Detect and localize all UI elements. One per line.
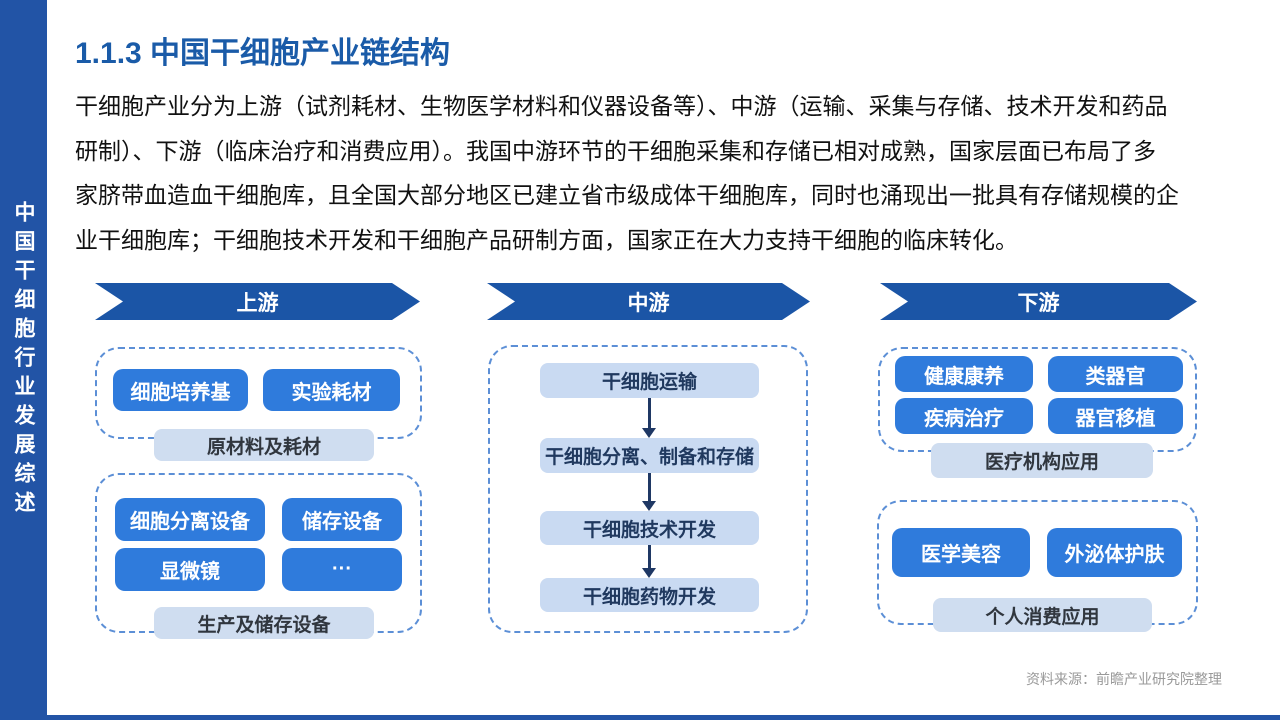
upstream-item: 细胞培养基 — [113, 369, 248, 411]
upstream-group1-label: 原材料及耗材 — [154, 429, 374, 461]
downstream-item: 器官移植 — [1048, 398, 1183, 434]
intro-line: 干细胞产业分为上游（试剂耗材、生物医学材料和仪器设备等）、中游（运输、采集与存储… — [75, 93, 1168, 119]
midstream-step: 干细胞分离、制备和存储 — [540, 438, 759, 473]
upstream-item-ellipsis: ··· — [282, 548, 402, 591]
downstream-item: 外泌体护肤 — [1047, 528, 1182, 577]
bottom-accent-bar — [0, 715, 1280, 720]
midstream-step: 干细胞运输 — [540, 363, 759, 398]
intro-line: 家脐带血造血干细胞库，且全国大部分地区已建立省市级成体干细胞库，同时也涌现出一批… — [75, 182, 1179, 208]
intro-line: 业干细胞库；干细胞技术开发和干细胞产品研制方面，国家正在大力支持干细胞的临床转化… — [75, 226, 1018, 253]
downstream-group2-label: 个人消费应用 — [933, 598, 1152, 632]
downstream-item: 医学美容 — [892, 528, 1030, 577]
upstream-group2-label: 生产及储存设备 — [154, 607, 374, 639]
downstream-item: 类器官 — [1048, 356, 1183, 392]
banner-upstream: 上游 — [95, 283, 420, 320]
midstream-container — [488, 345, 808, 633]
downstream-group1-label: 医疗机构应用 — [931, 443, 1153, 478]
sidebar: 中国干细胞行业发展综述 — [0, 0, 47, 720]
arrow-down-icon — [642, 398, 656, 438]
midstream-step: 干细胞药物开发 — [540, 578, 759, 612]
upstream-item: 储存设备 — [282, 498, 402, 541]
upstream-item: 显微镜 — [115, 548, 265, 591]
arrow-down-icon — [642, 545, 656, 578]
page-title: 1.1.3 中国干细胞产业链结构 — [75, 37, 451, 70]
midstream-step: 干细胞技术开发 — [540, 511, 759, 545]
downstream-item: 疾病治疗 — [895, 398, 1033, 434]
intro-paragraph: 干细胞产业分为上游（试剂耗材、生物医学材料和仪器设备等）、中游（运输、采集与存储… — [75, 84, 1240, 262]
sidebar-vertical-title: 中国干细胞行业发展综述 — [12, 200, 35, 520]
upstream-item: 细胞分离设备 — [115, 498, 265, 541]
arrow-down-icon — [642, 473, 656, 511]
intro-line: 研制）、下游（临床治疗和消费应用）。我国中游环节的干细胞采集和存储已相对成熟，国… — [75, 137, 1156, 164]
banner-midstream: 中游 — [487, 283, 810, 320]
source-note: 资料来源：前瞻产业研究院整理 — [1026, 671, 1222, 687]
upstream-item: 实验耗材 — [263, 369, 400, 411]
downstream-item: 健康康养 — [895, 356, 1033, 392]
banner-downstream: 下游 — [880, 283, 1197, 320]
